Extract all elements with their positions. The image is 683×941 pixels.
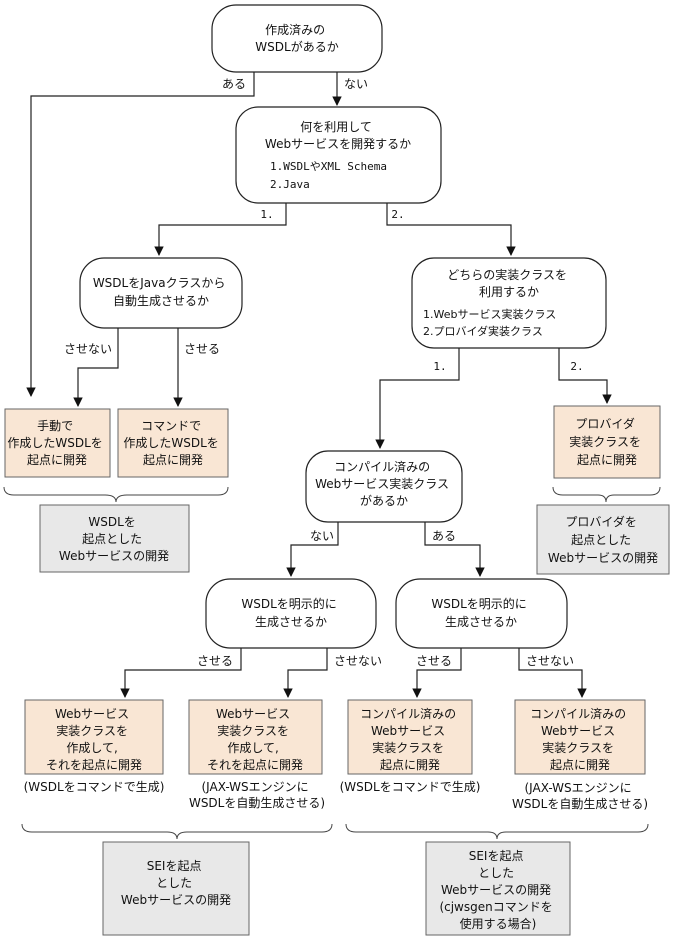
label-nai-1: ない (344, 77, 368, 91)
decision-what-to-use: 何を利用して Webサービスを開発するか 1.WSDLやXML Schema 2… (235, 106, 442, 204)
label-aru-1: ある (222, 77, 246, 91)
label-opt2-a: 2. (391, 208, 404, 221)
edge-gen-from-java-sasenai (73, 328, 119, 407)
edge-has-wsdl-aru (26, 72, 255, 397)
edges (26, 72, 612, 698)
decision-text: コンパイル済みの Webサービス実装クラス があるか (315, 459, 453, 508)
decision-text: どちらの実装クラスを 利用するか (447, 267, 571, 299)
label-opt1-b: 1. (433, 360, 446, 373)
edge-which-impl-2 (558, 348, 612, 404)
start-command-wsdl: コマンドで 作成したWSDLを 起点に開発 (117, 408, 229, 478)
note-c: (WSDLをコマンドで生成) (340, 780, 481, 794)
start-provider: プロバイダ 実装クラスを 起点に開発 (553, 405, 661, 479)
svg-text:SEIを起点 とした Webサービス: SEIを起点 とした Webサービスの開発 (cjwsgenコマンドを 使用する… (439, 849, 556, 931)
svg-text:WSDLを 起点とした Webサービ: WSDLを 起点とした Webサービスの開発 (59, 515, 169, 563)
brace-provider (552, 486, 661, 503)
decision-text: WSDLを明示的に 生成させるか (241, 596, 340, 629)
edge-labels: ある ない 1. 2. させない させる 1. 2. ない ある させる させな… (64, 77, 584, 668)
svg-text:Webサービス 実装クラスを 作成し: Webサービス 実装クラスを 作成して, それを起点に開発 (46, 707, 142, 772)
label-opt2-b: 2. (570, 360, 583, 373)
decision-explicit-left: WSDLを明示的に 生成させるか (205, 578, 377, 649)
label-opt1-a: 1. (260, 208, 273, 221)
brace-wsdl (3, 486, 229, 503)
start-compiled-a: コンパイル済みの Webサービス 実装クラスを 起点に開発 (347, 699, 473, 775)
svg-text:プロバイダ 実装クラスを 起点に開発: プロバイダ 実装クラスを 起点に開発 (569, 416, 645, 467)
label-sasenai-2: させない (334, 654, 382, 668)
edge-compiled-nai (286, 522, 339, 577)
svg-text:Webサービス 実装クラスを 作成し: Webサービス 実装クラスを 作成して, それを起点に開発 (207, 707, 303, 772)
label-aru-2: ある (432, 529, 456, 543)
label-saseru-2: させる (197, 654, 233, 668)
decision-text: 何を利用して Webサービスを開発するか (265, 120, 411, 151)
decision-options: 1.WSDLやXML Schema 2.Java (270, 160, 394, 191)
decision-text: 作成済みの WSDLがあるか (255, 22, 338, 54)
label-sasenai-1: させない (64, 342, 112, 356)
edge-explicit-right-saseru (412, 648, 462, 698)
edge-explicit-left-sasenai (283, 648, 328, 698)
braces (3, 486, 661, 840)
start-compiled-b: コンパイル済みの Webサービス 実装クラスを 起点に開発 (514, 699, 646, 775)
result-sei-start: SEIを起点 とした Webサービスの開発 (102, 841, 250, 936)
decision-text: WSDLをJavaクラスから 自動生成させるか (93, 276, 229, 308)
label-saseru-1: させる (184, 342, 220, 356)
start-ws-impl-b: Webサービス 実装クラスを 作成して, それを起点に開発 (188, 699, 323, 775)
edge-what-to-use-2 (386, 203, 516, 256)
edge-what-to-use-1 (154, 203, 287, 256)
svg-text:コマンドで 作成したWSDLを 起点: コマンドで 作成したWSDLを 起点に開発 (123, 419, 222, 467)
decision-text: WSDLを明示的に 生成させるか (431, 596, 530, 629)
decision-explicit-right: WSDLを明示的に 生成させるか (395, 578, 568, 649)
edge-explicit-right-sasenai (518, 648, 587, 698)
brace-sei-left (21, 823, 333, 840)
svg-text:SEIを起点 とした Webサービス: SEIを起点 とした Webサービスの開発 (121, 859, 231, 907)
edge-explicit-left-saseru (120, 648, 242, 698)
svg-text:手動で 作成したWSDLを 起点に開: 手動で 作成したWSDLを 起点に開発 (7, 419, 106, 467)
result-wsdl-start: WSDLを 起点とした Webサービスの開発 (39, 504, 190, 573)
start-ws-impl-a: Webサービス 実装クラスを 作成して, それを起点に開発 (24, 699, 164, 775)
start-manual-wsdl: 手動で 作成したWSDLを 起点に開発 (4, 408, 111, 478)
note-a: (WSDLをコマンドで生成) (24, 780, 165, 794)
note-d: (JAX-WSエンジンに WSDLを自動生成させる) (512, 781, 648, 811)
result-provider-start: プロバイダを 起点とした Webサービスの開発 (536, 504, 670, 575)
edge-which-impl-1 (375, 348, 460, 449)
brace-sei-right (345, 823, 649, 840)
decision-which-impl: どちらの実装クラスを 利用するか 1.Webサービス実装クラス 2.プロバイダ実… (411, 257, 607, 349)
svg-text:プロバイダを 起点とした Webサー: プロバイダを 起点とした Webサービスの開発 (548, 514, 658, 565)
result-sei-cjwsgen: SEIを起点 とした Webサービスの開発 (cjwsgenコマンドを 使用する… (425, 841, 571, 936)
decision-compiled-exists: コンパイル済みの Webサービス実装クラス があるか (305, 450, 463, 523)
label-nai-2: ない (310, 529, 334, 543)
note-b: (JAX-WSエンジンに WSDLを自動生成させる) (189, 780, 325, 810)
edge-compiled-aru (424, 522, 485, 577)
svg-text:コンパイル済みの Webサービス 実: コンパイル済みの Webサービス 実装クラスを 起点に開発 (530, 706, 630, 772)
svg-text:コンパイル済みの Webサービス 実: コンパイル済みの Webサービス 実装クラスを 起点に開発 (360, 706, 460, 772)
label-sasenai-3: させない (526, 654, 574, 668)
decision-options: 1.Webサービス実装クラス 2.プロバイダ実装クラス (423, 307, 560, 338)
decision-has-wsdl: 作成済みの WSDLがあるか (211, 4, 383, 73)
decision-gen-from-java: WSDLをJavaクラスから 自動生成させるか (79, 257, 243, 329)
label-saseru-3: させる (416, 654, 452, 668)
